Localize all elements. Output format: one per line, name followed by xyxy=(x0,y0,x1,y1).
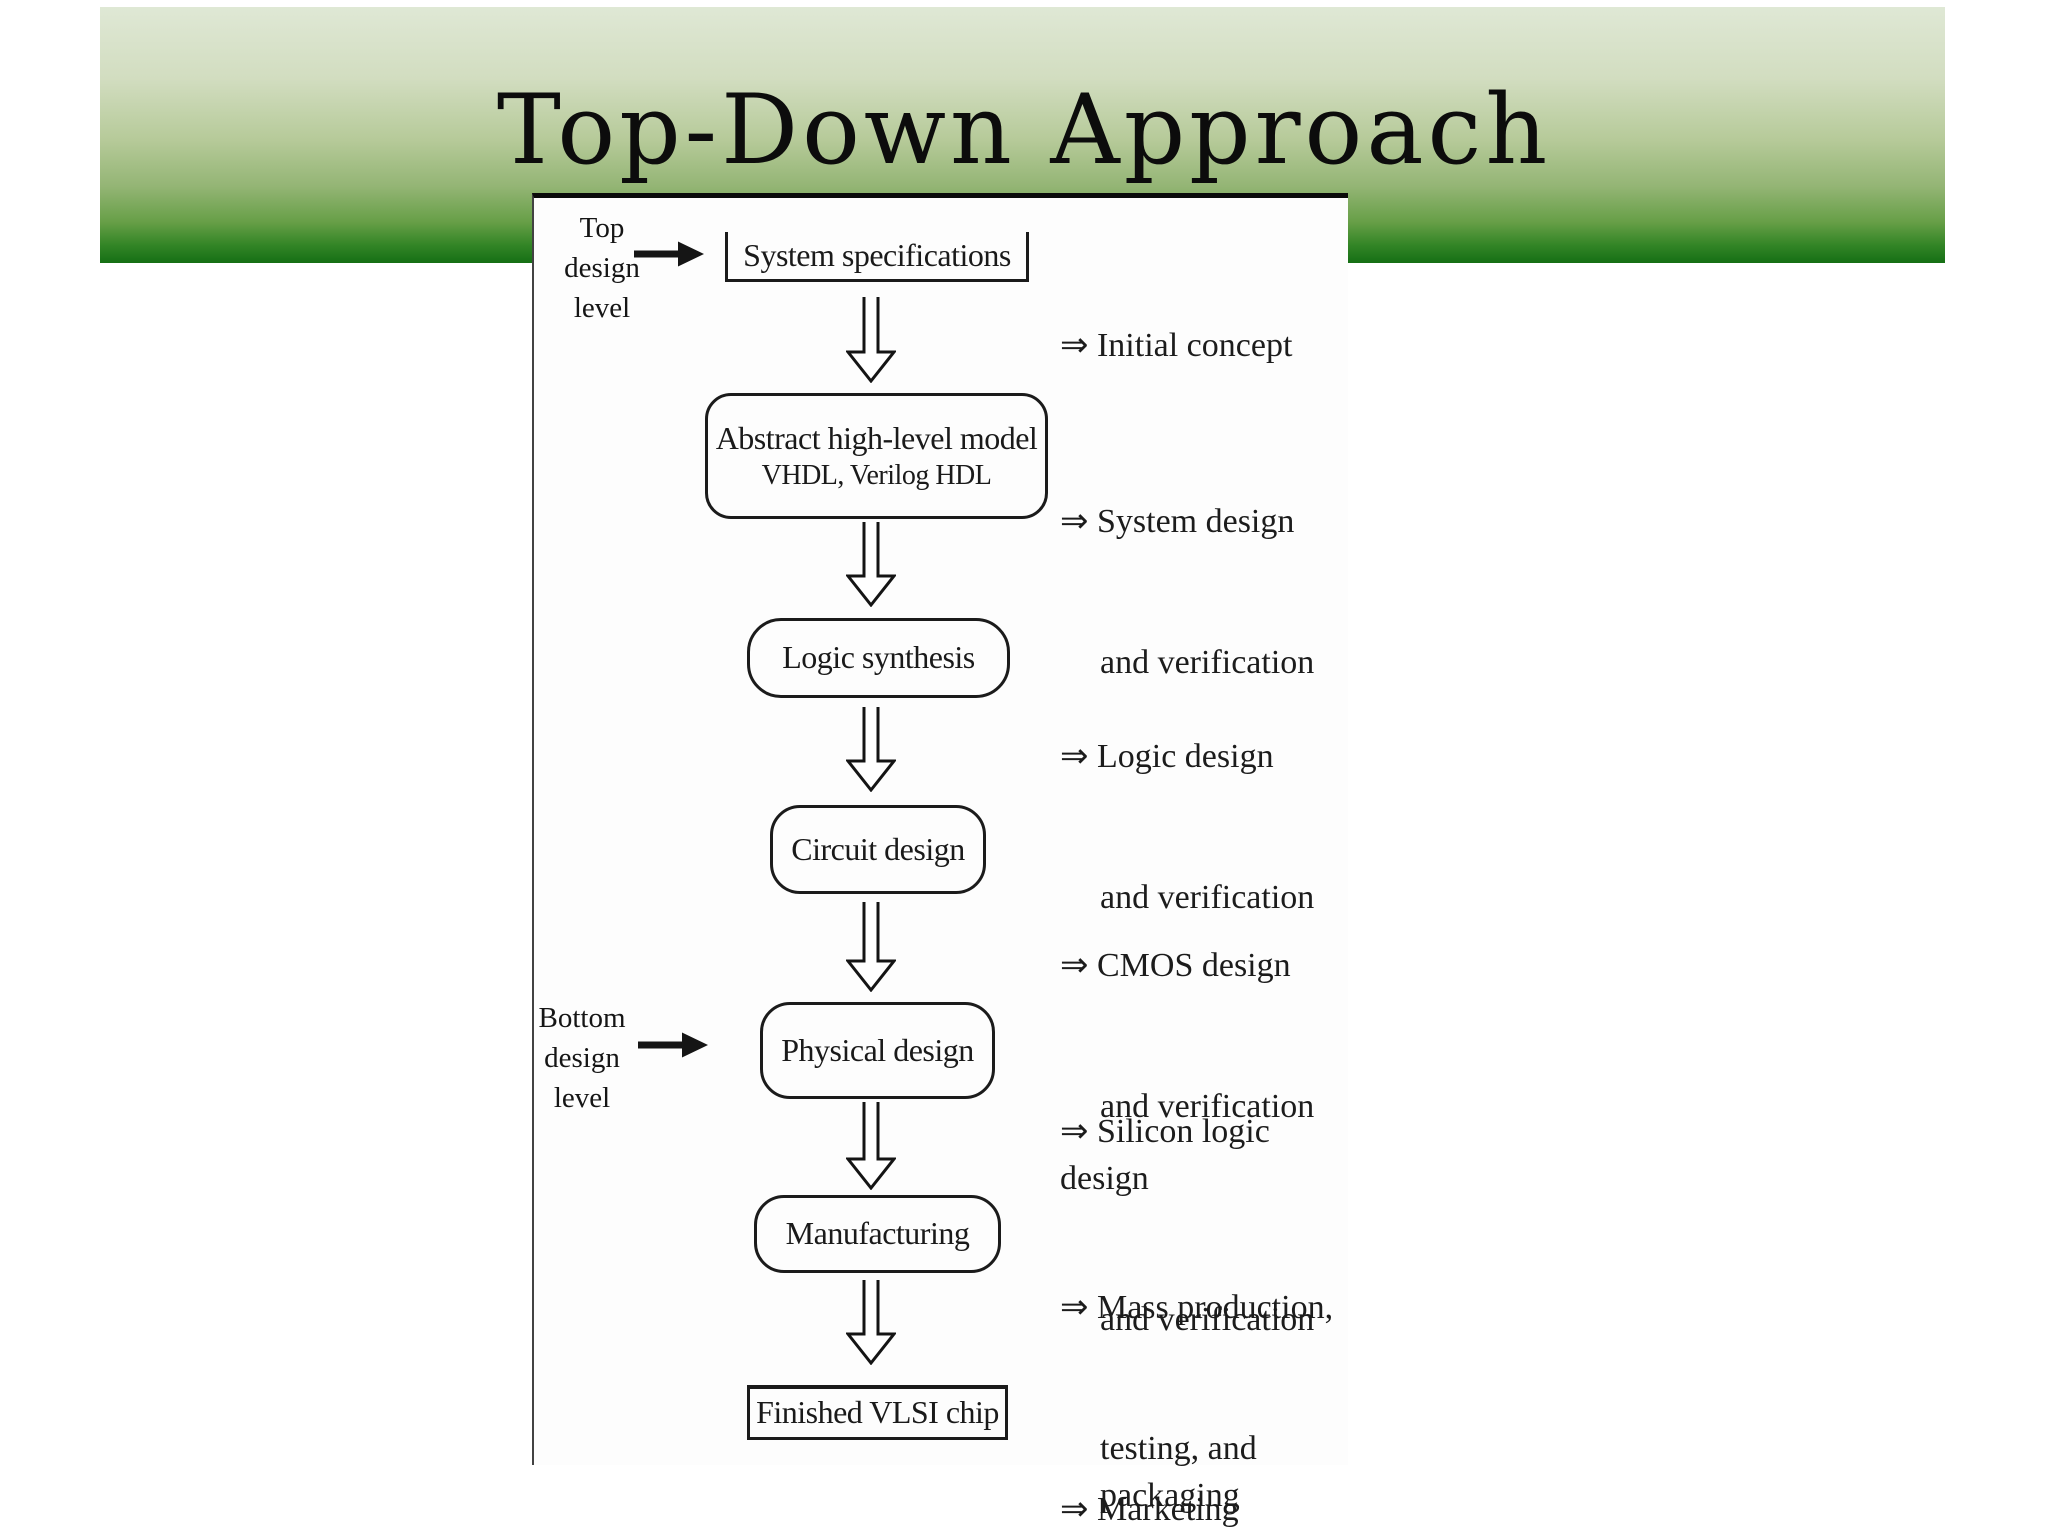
diagram-panel: Top design level System specifications ⇒… xyxy=(532,193,1348,1528)
down-arrow-icon xyxy=(846,1280,896,1365)
down-arrow-icon xyxy=(846,297,896,383)
down-arrow-icon xyxy=(846,902,896,992)
box-label: Abstract high-level model xyxy=(715,419,1038,456)
label-line: design xyxy=(544,1042,620,1074)
down-arrow-icon xyxy=(846,522,896,607)
note-line: ⇒ Silicon logic design xyxy=(1060,1113,1279,1197)
box-abstract-high-level-model: Abstract high-level model VHDL, Verilog … xyxy=(705,393,1048,519)
note-mass-production: ⇒ Mass production, testing, and packagin… xyxy=(1060,1190,1348,1536)
note-line: ⇒ Logic design xyxy=(1060,738,1274,775)
note-logic-design: ⇒ Logic design and verification xyxy=(1060,639,1314,1015)
box-system-specifications: System specifications xyxy=(725,232,1029,282)
box-manufacturing: Manufacturing xyxy=(754,1195,1001,1273)
box-physical-design: Physical design xyxy=(760,1002,995,1099)
note-cmos-design: ⇒ CMOS design and verification xyxy=(1060,848,1314,1224)
top-design-level-label: Top design level xyxy=(542,208,662,328)
right-arrow-icon xyxy=(638,1032,708,1058)
down-arrow-icon xyxy=(846,1102,896,1190)
box-label: Circuit design xyxy=(791,830,965,867)
note-line: ⇒ CMOS design xyxy=(1060,947,1291,984)
slide-title: Top-Down Approach xyxy=(496,74,1552,186)
box-finished-vlsi-chip: Finished VLSI chip xyxy=(747,1385,1008,1440)
note-line: and verification xyxy=(1100,1088,1315,1125)
down-arrow-icon xyxy=(846,707,896,792)
note-marketing: ⇒ Marketing xyxy=(1060,1392,1239,1536)
box-sublabel: VHDL, Verilog HDL xyxy=(761,459,992,491)
note-line: ⇒ Mass production, xyxy=(1060,1289,1334,1326)
label-line: level xyxy=(553,1082,611,1114)
box-label: Physical design xyxy=(781,1031,974,1068)
note-line: and verification xyxy=(1100,879,1315,916)
note-line: ⇒ Initial concept xyxy=(1060,327,1293,364)
label-line: level xyxy=(573,292,631,324)
note-system-design: ⇒ System design and verification xyxy=(1060,404,1314,780)
box-label: Manufacturing xyxy=(785,1215,970,1252)
label-line: Top xyxy=(579,212,625,244)
note-line: ⇒ System design xyxy=(1060,503,1295,540)
note-line: and verification xyxy=(1100,1301,1315,1338)
label-line: Bottom xyxy=(538,1002,626,1034)
note-initial-concept: ⇒ Initial concept xyxy=(1060,228,1292,463)
note-line: and verification xyxy=(1100,644,1315,681)
label-line: design xyxy=(564,252,640,284)
box-circuit-design: Circuit design xyxy=(770,805,986,894)
right-arrow-icon xyxy=(634,241,704,267)
note-line: ⇒ Marketing xyxy=(1060,1491,1239,1528)
box-label: Finished VLSI chip xyxy=(756,1394,999,1431)
note-silicon-logic-design: ⇒ Silicon logic design and verification xyxy=(1060,1014,1348,1437)
box-label: System specifications xyxy=(743,236,1011,273)
box-label: Logic synthesis xyxy=(782,639,975,676)
note-line: testing, and packaging xyxy=(1100,1430,1274,1514)
box-logic-synthesis: Logic synthesis xyxy=(747,618,1010,698)
bottom-design-level-label: Bottom design level xyxy=(522,998,642,1118)
